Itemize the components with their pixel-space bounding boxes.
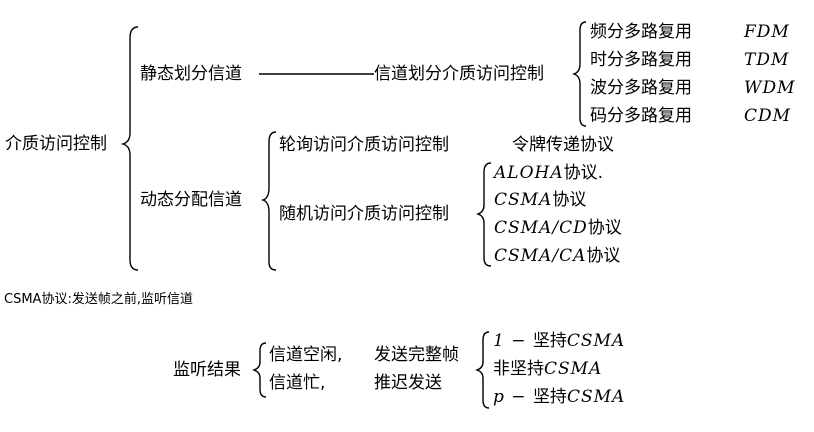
variants-brace	[474, 331, 490, 409]
random-access-label: 随机访问介质访问控制	[279, 204, 449, 224]
protocol-aloha: ALOHA协议.	[494, 163, 604, 183]
polling-access-label: 轮询访问介质访问控制	[279, 135, 449, 155]
result-busy-action: 推迟发送	[374, 373, 442, 393]
method-tdm-abbr: TDM	[744, 50, 790, 70]
result-idle-state: 信道空闲,	[269, 345, 343, 365]
variant-non-persistent: 非坚持CSMA	[493, 359, 603, 379]
method-fdm-abbr: FDM	[744, 22, 790, 42]
listen-result-label: 监听结果	[173, 360, 241, 380]
method-fdm-name: 频分多路复用	[590, 22, 692, 42]
dynamic-brace	[260, 131, 277, 271]
protocol-csma-ca: CSMA/CA协议	[494, 246, 621, 266]
dynamic-channel-label: 动态分配信道	[140, 190, 242, 210]
token-passing-label: 令牌传递协议	[512, 135, 614, 155]
method-cdm-abbr: CDM	[744, 106, 792, 126]
random-brace	[475, 162, 492, 267]
static-channel-label: 静态划分信道	[140, 64, 242, 84]
root-brace	[120, 26, 139, 271]
result-busy-state: 信道忙,	[269, 373, 326, 393]
listen-brace	[251, 342, 267, 398]
variant-p-persistent: p − 坚持CSMA	[493, 387, 626, 407]
root-label: 介质访问控制	[5, 134, 107, 154]
method-wdm-name: 波分多路复用	[590, 78, 692, 98]
csma-note: CSMA协议:发送帧之前,监听信道	[4, 292, 193, 307]
method-tdm-name: 时分多路复用	[590, 50, 692, 70]
protocol-csma: CSMA协议	[494, 190, 587, 210]
channel-division-label: 信道划分介质访问控制	[374, 64, 544, 84]
variant-1-persistent: 1 − 坚持CSMA	[493, 331, 626, 351]
multiplex-brace	[571, 21, 587, 127]
method-cdm-name: 码分多路复用	[590, 106, 692, 126]
method-wdm-abbr: WDM	[744, 78, 796, 98]
protocol-csma-cd: CSMA/CD协议	[494, 218, 622, 238]
result-idle-action: 发送完整帧	[374, 345, 459, 365]
